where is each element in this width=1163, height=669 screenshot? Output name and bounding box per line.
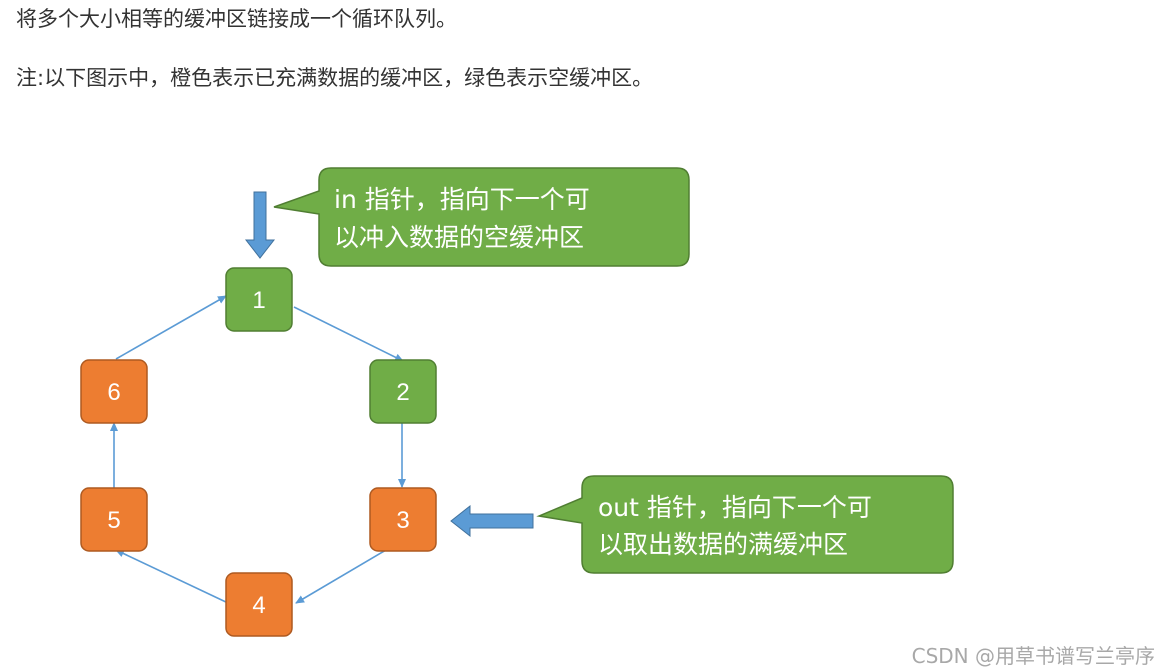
out-callout-line-1: out 指针，指向下一个可: [598, 493, 872, 522]
ring-edges: [110, 295, 406, 604]
in-callout-line-1: in 指针，指向下一个可: [334, 185, 590, 214]
buffer-node-1-box: [225, 267, 293, 332]
buffer-node-6-box: [80, 359, 148, 424]
intro-line-1: 将多个大小相等的缓冲区链接成一个循环队列。: [16, 7, 457, 31]
buffer-node-2-label: 2: [396, 379, 409, 406]
out-pointer-arrow: [450, 504, 534, 538]
buffer-node-4-label: 4: [252, 592, 265, 619]
in-pointer-arrow: [244, 191, 276, 259]
buffer-node-5-box: [80, 487, 148, 552]
in-pointer-callout: in 指针，指向下一个可 以冲入数据的空缓冲区: [273, 167, 690, 267]
buffer-node-3-label: 3: [396, 507, 409, 534]
buffer-node-6: 6: [80, 359, 148, 424]
edge-4-5: [115, 549, 229, 604]
in-callout-bubble: [273, 167, 690, 267]
edge-3-4: [295, 549, 387, 604]
buffer-node-4-box: [225, 572, 293, 637]
buffer-node-2: 2: [369, 359, 437, 424]
buffer-node-5-label: 5: [107, 507, 120, 534]
intro-line-2: 注:以下图示中，橙色表示已充满数据的缓冲区，绿色表示空缓冲区。: [16, 66, 654, 90]
out-pointer-callout: out 指针，指向下一个可 以取出数据的满缓冲区: [536, 475, 954, 574]
buffer-node-4: 4: [225, 572, 293, 637]
buffer-node-1: 1: [225, 267, 293, 332]
edge-6-1: [115, 295, 227, 360]
buffer-node-3: 3: [369, 487, 437, 552]
edge-1-2: [293, 306, 404, 362]
buffer-node-1-label: 1: [252, 287, 265, 314]
buffer-node-3-box: [369, 487, 437, 552]
out-callout-line-2: 以取出数据的满缓冲区: [598, 530, 848, 559]
in-callout-line-2: 以冲入数据的空缓冲区: [334, 223, 584, 252]
out-callout-bubble: [536, 475, 954, 574]
buffer-node-5: 5: [80, 487, 148, 552]
buffer-node-6-label: 6: [107, 379, 120, 406]
csdn-watermark: CSDN @用草书谱写兰亭序: [911, 644, 1155, 668]
buffer-node-2-box: [369, 359, 437, 424]
